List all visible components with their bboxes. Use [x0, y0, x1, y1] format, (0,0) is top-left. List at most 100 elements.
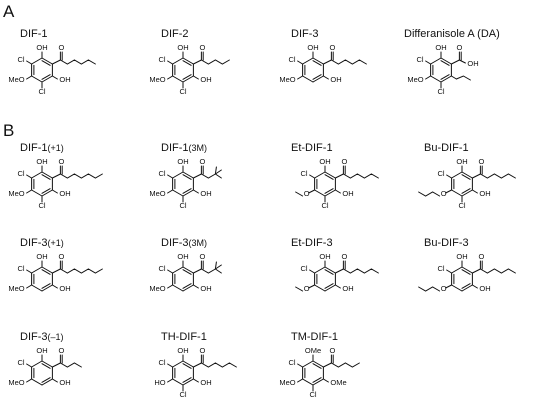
- substituent-top: OH: [36, 346, 47, 355]
- compound-title-dif3-minus1: DIF-3(–1): [20, 331, 64, 343]
- substituent-top: OH: [36, 43, 47, 52]
- carbonyl-oxygen: O: [341, 252, 347, 261]
- substituent-bottom: Cl: [458, 201, 465, 210]
- compound-title-dif3-plus1: DIF-3(+1): [20, 237, 64, 249]
- substituent-upper-left: Cl: [159, 358, 166, 367]
- substituent-lower-right: OH: [342, 189, 353, 198]
- substituent-lower-right: OH: [342, 284, 353, 293]
- substituent-lower-right: OH: [479, 284, 490, 293]
- substituent-top: OMe: [305, 346, 321, 355]
- substituent-lower-right: OH: [200, 75, 211, 84]
- substituent-top: OH: [319, 157, 330, 166]
- compound-title-da: Differanisole A (DA): [404, 28, 500, 40]
- carbonyl-oxygen: O: [478, 157, 484, 166]
- substituent-lower-right: OH: [59, 75, 70, 84]
- substituent-upper-left: Cl: [159, 169, 166, 178]
- carbonyl-oxygen: O: [58, 346, 64, 355]
- substituent-lower-right: OH: [330, 75, 341, 84]
- substituent-upper-left: Cl: [18, 264, 25, 273]
- carbonyl-oxygen: O: [199, 43, 205, 52]
- substituent-upper-left: Cl: [159, 264, 166, 273]
- substituent-lower-left: MeO: [407, 75, 423, 84]
- substituent-upper-left: Cl: [18, 169, 25, 178]
- substituent-upper-left: Cl: [289, 55, 296, 64]
- carbonyl-oxygen: O: [58, 157, 64, 166]
- substituent-upper-left: Cl: [159, 55, 166, 64]
- panel-label-b: B: [3, 121, 15, 140]
- substituent-upper-left: Cl: [301, 169, 308, 178]
- substituent-top: OH: [177, 346, 188, 355]
- ether-oxygen: O: [304, 189, 310, 198]
- substituent-bottom: Cl: [179, 390, 186, 399]
- substituent-upper-left: Cl: [438, 264, 445, 273]
- carbonyl-oxygen: O: [58, 43, 64, 52]
- compound-title-dif1-plus1: DIF-1(+1): [20, 142, 64, 154]
- substituent-lower-right: OMe: [330, 378, 346, 387]
- compound-title-bu-dif1: Bu-DIF-1: [424, 142, 469, 154]
- substituent-upper-left: Cl: [18, 55, 25, 64]
- substituent-top: OH: [307, 43, 318, 52]
- ether-oxygen: O: [441, 189, 447, 198]
- ether-oxygen: O: [441, 284, 447, 293]
- carbonyl-oxygen: O: [58, 252, 64, 261]
- substituent-upper-left: Cl: [438, 169, 445, 178]
- compound-title-dif2: DIF-2: [161, 28, 189, 40]
- carbonyl-oxygen: O: [329, 43, 335, 52]
- substituent-lower-left: MeO: [8, 378, 24, 387]
- substituent-lower-right: OH: [59, 378, 70, 387]
- substituent-lower-right: OH: [200, 378, 211, 387]
- substituent-bottom: Cl: [437, 87, 444, 96]
- substituent-lower-left: MeO: [149, 284, 165, 293]
- substituent-lower-left: MeO: [8, 284, 24, 293]
- ether-oxygen: O: [304, 284, 310, 293]
- substituent-bottom: Cl: [38, 201, 45, 210]
- substituent-top: OH: [36, 157, 47, 166]
- carbonyl-oxygen: O: [199, 252, 205, 261]
- carbonyl-oxygen: O: [456, 43, 462, 52]
- substituent-bottom: Cl: [309, 390, 316, 399]
- substituent-top: OH: [319, 252, 330, 261]
- compound-title-dif3: DIF-3: [291, 28, 319, 40]
- substituent-upper-left: Cl: [18, 358, 25, 367]
- substituent-top: OH: [177, 157, 188, 166]
- substituent-bottom: Cl: [38, 87, 45, 96]
- substituent-top: OH: [456, 252, 467, 261]
- substituent-top: OH: [456, 157, 467, 166]
- substituent-upper-left: Cl: [417, 55, 424, 64]
- substituent-lower-right: OH: [200, 284, 211, 293]
- substituent-lower-right: OH: [59, 189, 70, 198]
- acid-hydroxyl: OH: [467, 59, 478, 68]
- compound-title-et-dif1: Et-DIF-1: [291, 142, 333, 154]
- compound-title-dif1: DIF-1: [20, 28, 48, 40]
- substituent-lower-left: MeO: [149, 75, 165, 84]
- substituent-lower-left: MeO: [279, 75, 295, 84]
- compound-title-bu-dif3: Bu-DIF-3: [424, 237, 469, 249]
- panel-label-a: A: [3, 2, 15, 21]
- carbonyl-oxygen: O: [329, 346, 335, 355]
- substituent-bottom: Cl: [179, 87, 186, 96]
- compound-title-dif3-3m: DIF-3(3M): [161, 237, 207, 249]
- compound-title-tm-dif1: TM-DIF-1: [291, 331, 339, 343]
- substituent-lower-left: MeO: [149, 189, 165, 198]
- substituent-lower-left: HO: [154, 378, 165, 387]
- substituent-lower-right: OH: [200, 189, 211, 198]
- substituent-upper-left: Cl: [301, 264, 308, 273]
- substituent-top: OH: [36, 252, 47, 261]
- compound-title-et-dif3: Et-DIF-3: [291, 237, 333, 249]
- substituent-lower-left: MeO: [279, 378, 295, 387]
- carbonyl-oxygen: O: [199, 157, 205, 166]
